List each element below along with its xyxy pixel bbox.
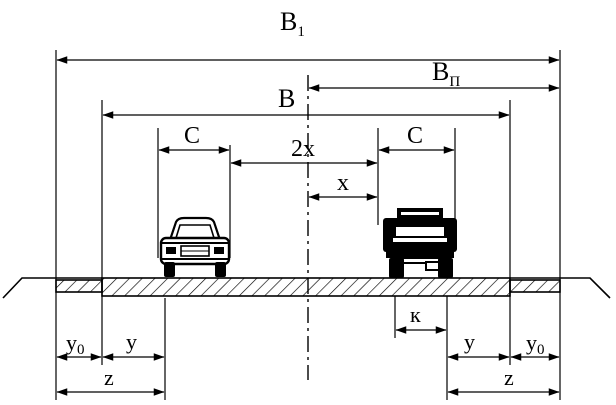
label-y0-right: y0 bbox=[526, 330, 545, 358]
label-k: к bbox=[410, 302, 421, 327]
label-z-left: z bbox=[104, 365, 114, 390]
label-z-right: z bbox=[504, 365, 514, 390]
carriageway bbox=[101, 277, 511, 297]
label-c-left: C bbox=[184, 123, 200, 149]
extension-lines bbox=[55, 50, 561, 400]
left-embankment bbox=[2, 277, 102, 299]
label-y-right: y bbox=[464, 329, 475, 354]
passenger-car-icon bbox=[159, 216, 231, 277]
label-bp: BП bbox=[432, 57, 460, 90]
dimension-labels: B1 BП B C C 2x x к y0 y z y y0 z bbox=[66, 7, 545, 390]
road-profile bbox=[2, 277, 611, 299]
label-b1: B1 bbox=[280, 7, 305, 40]
right-embankment bbox=[510, 277, 611, 299]
label-y0-left: y0 bbox=[66, 330, 85, 358]
truck-icon bbox=[383, 208, 457, 278]
left-shoulder bbox=[55, 279, 103, 293]
label-c-right: C bbox=[407, 123, 423, 149]
dimension-arrows bbox=[56, 56, 560, 396]
right-shoulder bbox=[509, 279, 561, 293]
label-y-left: y bbox=[126, 329, 137, 354]
label-b: B bbox=[278, 84, 295, 113]
label-x: x bbox=[337, 170, 349, 196]
label-two-x: 2x bbox=[291, 136, 315, 162]
